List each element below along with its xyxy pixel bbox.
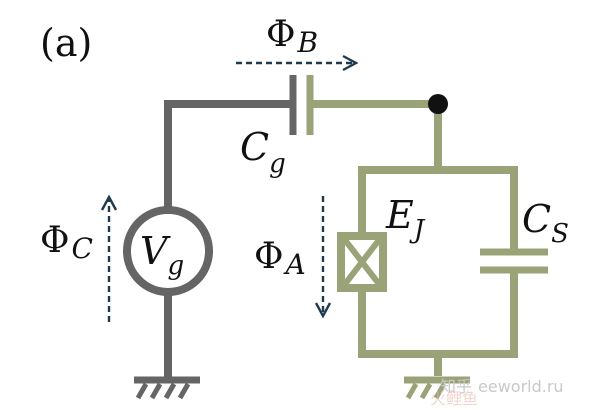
cs-label: CS <box>522 197 569 249</box>
phi-a-label: ΦA <box>254 236 306 281</box>
flux-arrow-b <box>236 54 359 72</box>
gray-wire <box>164 100 293 378</box>
josephson-junction <box>337 232 387 292</box>
phi-c-label: ΦC <box>40 220 93 265</box>
voltage-source <box>123 206 213 296</box>
node-dot <box>428 94 448 114</box>
watermark-logo: 火鲤鱼 <box>430 389 478 408</box>
ground-symbol-left <box>134 376 200 400</box>
ej-label: EJ <box>385 193 426 245</box>
shunt-capacitor <box>480 248 548 274</box>
watermark: 知乎 eeworld.ru 火鲤鱼 <box>430 377 564 408</box>
flux-arrow-a <box>314 196 332 319</box>
green-wire <box>310 100 518 376</box>
watermark-site: eeworld.ru <box>478 377 564 396</box>
flux-arrow-c <box>100 194 118 322</box>
phi-b-label: ΦB <box>266 14 318 59</box>
vg-label: Vg <box>140 229 184 281</box>
panel-label: (a) <box>40 21 92 65</box>
ground-symbol-right <box>404 376 470 400</box>
watermark-cn: 知乎 <box>440 377 472 396</box>
cg-label: Cg <box>240 125 286 179</box>
